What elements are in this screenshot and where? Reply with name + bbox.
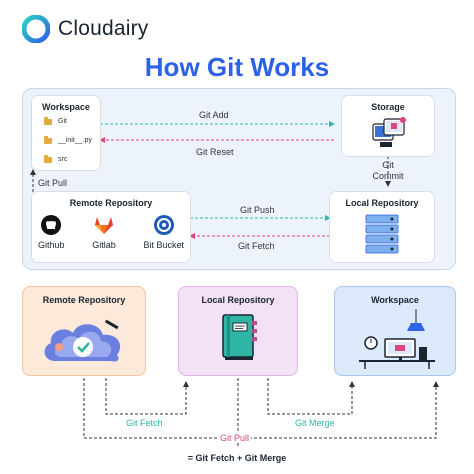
- bottom-git-merge-label: Git Merge: [293, 418, 337, 428]
- file-item[interactable]: src: [44, 154, 92, 163]
- bottom-local-title: Local Repository: [201, 295, 275, 305]
- gitlab-label: Gitlab: [92, 240, 116, 250]
- cloud-upload-icon: [44, 319, 121, 362]
- gitlab-icon: [94, 217, 113, 234]
- workspace-box: Workspace Git __init__.py src: [32, 96, 100, 170]
- footer-formula: = Git Fetch + Git Merge: [187, 453, 287, 463]
- remote-repo-box: Remote Repository Github Gitlab Bit Buck: [32, 192, 190, 262]
- bottom-git-merge-connector: [267, 378, 355, 415]
- storage-box: Storage: [342, 96, 434, 156]
- bottom-git-fetch-connector: [105, 378, 189, 415]
- github-label: Github: [38, 240, 65, 250]
- remote-repo-title: Remote Repository: [69, 198, 153, 208]
- local-repo-title: Local Repository: [345, 198, 419, 208]
- brand: Cloudairy: [22, 14, 149, 44]
- cloudairy-logo-icon: [22, 15, 50, 43]
- bottom-workspace-card: Workspace: [334, 286, 456, 376]
- bitbucket-label: Bit Bucket: [143, 240, 184, 250]
- folder-icon: [44, 154, 52, 163]
- notebook-icon: [222, 314, 257, 360]
- bitbucket-item[interactable]: Bit Bucket: [143, 214, 184, 250]
- page-title: How Git Works: [144, 52, 330, 82]
- server-stack-icon: [365, 214, 399, 254]
- git-fetch-label: Git Fetch: [238, 241, 275, 251]
- git-pull-label: Git Pull: [38, 178, 68, 188]
- desk-workspace-icon: [359, 309, 435, 369]
- bottom-git-pull-label: Git Pull: [218, 433, 252, 443]
- workspace-title: Workspace: [42, 102, 90, 112]
- bottom-remote-title: Remote Repository: [42, 295, 126, 305]
- bottom-workspace-title: Workspace: [371, 295, 419, 305]
- bottom-local-card: Local Repository: [178, 286, 298, 376]
- file-item[interactable]: Git: [44, 116, 92, 125]
- git-commit-label: Git Commit: [372, 160, 404, 181]
- git-reset-label: Git Reset: [196, 147, 234, 157]
- bitbucket-icon: [153, 215, 174, 235]
- bottom-git-pull-connector: [83, 378, 439, 439]
- github-item[interactable]: Github: [38, 214, 65, 250]
- folder-icon: [44, 116, 52, 125]
- folder-icon: [44, 135, 52, 144]
- git-add-label: Git Add: [199, 110, 229, 120]
- bottom-remote-card: Remote Repository: [22, 286, 146, 376]
- storage-icon: [372, 117, 406, 147]
- local-repo-box: Local Repository: [330, 192, 434, 262]
- github-icon: [41, 215, 62, 235]
- brand-name: Cloudairy: [58, 17, 149, 40]
- git-push-label: Git Push: [240, 205, 275, 215]
- storage-title: Storage: [371, 102, 405, 112]
- bottom-git-fetch-label: Git Fetch: [124, 418, 165, 428]
- file-item[interactable]: __init__.py: [44, 135, 92, 144]
- gitlab-item[interactable]: Gitlab: [92, 214, 116, 250]
